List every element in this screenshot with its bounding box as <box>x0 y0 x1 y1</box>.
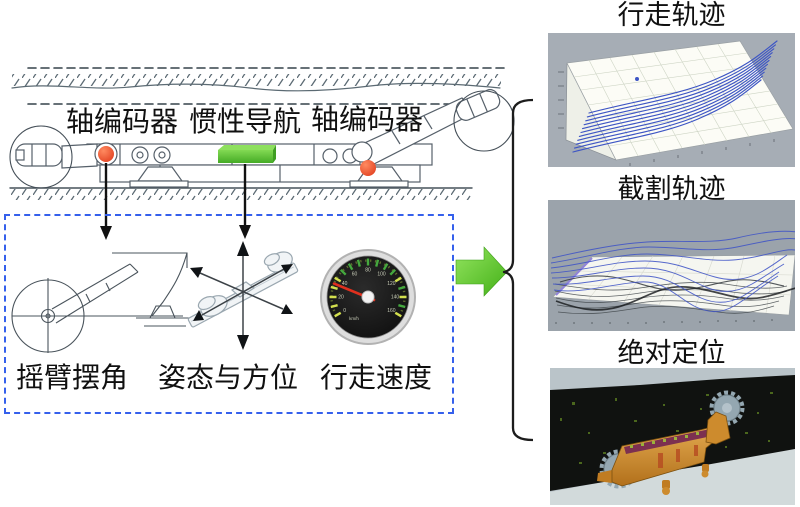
absolute-positioning-render <box>550 368 795 505</box>
rocker-arm-art <box>11 252 190 353</box>
down-arrow-icon <box>100 226 112 240</box>
needle-hub <box>361 290 375 304</box>
down-arrow-icon <box>239 225 251 239</box>
title-absolute-positioning: 绝对定位 <box>617 338 726 368</box>
roof-hatching <box>12 74 501 86</box>
left-encoder-marker <box>98 146 114 162</box>
svg-text:140: 140 <box>391 295 400 301</box>
grouping-brace <box>502 98 534 442</box>
svg-text:0: 0 <box>343 308 346 314</box>
right-encoder-marker <box>360 160 376 176</box>
title-travel-trajectory: 行走轨迹 <box>617 0 726 30</box>
label-inertial-navigation: 惯性导航 <box>189 107 302 138</box>
svg-text:20: 20 <box>338 295 344 301</box>
label-rocker-arm-angle: 摇臂摆角 <box>16 363 129 394</box>
svg-text:160: 160 <box>387 308 396 314</box>
label-left-axis-encoder: 轴编码器 <box>66 107 179 138</box>
right-ranging-arm <box>351 89 515 166</box>
left-drum-callout-circle <box>9 125 73 189</box>
label-right-axis-encoder: 轴编码器 <box>311 105 424 136</box>
gauge-unit-label: km/h <box>349 316 359 321</box>
svg-text:60: 60 <box>352 271 358 277</box>
yellow-ticks <box>329 276 407 318</box>
svg-text:100: 100 <box>377 271 386 277</box>
travel-path-lines <box>572 40 778 153</box>
svg-text:80: 80 <box>365 268 371 274</box>
svg-text:40: 40 <box>342 281 348 287</box>
label-travel-speed: 行走速度 <box>320 363 433 394</box>
travel-trajectory-plot <box>548 33 795 167</box>
roadway-section <box>9 67 507 200</box>
green-ticks <box>339 258 406 309</box>
attitude-heading-art <box>187 241 299 350</box>
imu-module <box>218 145 276 163</box>
speedometer-gauge: 0 20 40 60 80 100 120 140 160 km/h <box>320 249 416 345</box>
label-attitude-heading: 姿态与方位 <box>158 363 299 394</box>
svg-text:120: 120 <box>387 281 396 287</box>
roof-wavy-line <box>11 82 501 92</box>
shearer-schematic <box>9 89 515 189</box>
title-cutting-trajectory: 截割轨迹 <box>617 174 726 204</box>
flow-arrow-icon <box>455 246 508 297</box>
dial-numbers: 0 20 40 60 80 100 120 140 160 km/h <box>338 268 399 321</box>
floor-mesh-lines <box>554 275 795 315</box>
floor-hatching <box>10 189 472 200</box>
cutting-trajectory-plot <box>548 200 795 331</box>
left-ranging-arm <box>9 125 98 189</box>
shearer-3d-model <box>597 390 745 495</box>
cutting-mesh-lines <box>550 230 795 313</box>
